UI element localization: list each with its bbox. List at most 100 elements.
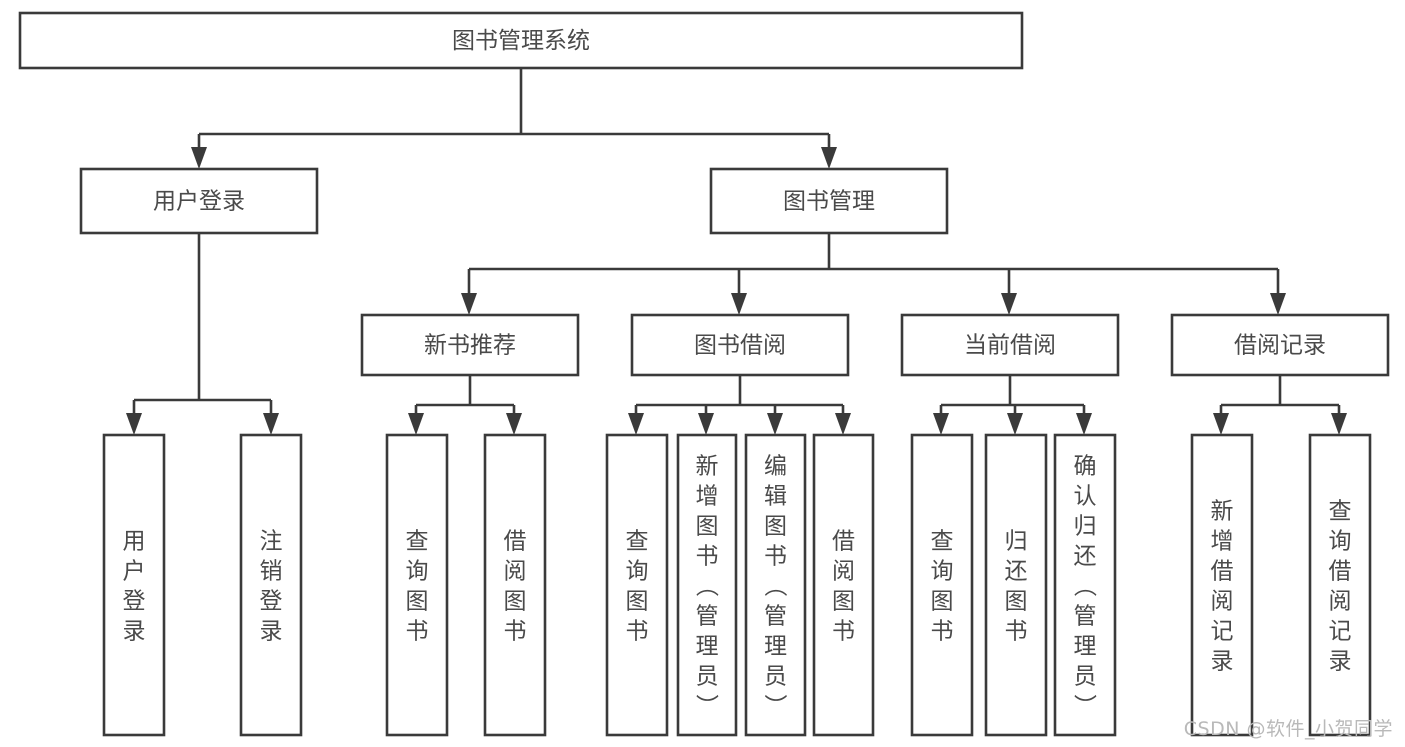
- node-label-char: 书: [931, 618, 954, 644]
- node-label-char: 确: [1074, 453, 1097, 479]
- node-box-leaf-confirm-return: [1053, 433, 1117, 737]
- node-label-char: 录: [1211, 648, 1234, 674]
- node-label-char: 阅: [1329, 588, 1352, 614]
- node-label-char: 理: [764, 633, 787, 659]
- arrow-head-icon: [821, 147, 837, 169]
- node-label-char: 录: [1329, 648, 1352, 674]
- connector-layer: [126, 68, 1347, 435]
- arrow-head-icon: [263, 413, 279, 435]
- node-label-new-book-recommend: 新书推荐: [424, 333, 516, 359]
- node-label-char: 阅: [832, 558, 855, 584]
- node-box-leaf-add-book: [676, 433, 738, 737]
- node-label-char: 询: [406, 558, 429, 584]
- node-label-char: 还: [1074, 543, 1097, 569]
- node-box-leaf-borrow-book-2: [812, 433, 875, 737]
- node-label-root: 图书管理系统: [452, 28, 590, 54]
- node-root[interactable]: 图书管理系统: [18, 11, 1024, 70]
- arrow-head-icon: [461, 293, 477, 315]
- node-box-leaf-borrow-book-1: [483, 433, 547, 737]
- node-layer: 图书管理系统用户登录图书管理新书推荐图书借阅当前借阅借阅记录用户登录注销登录查询…: [18, 11, 1390, 737]
- node-label-char: 增: [696, 483, 719, 509]
- node-label-char: 销: [260, 558, 283, 584]
- node-label-char: 录: [123, 618, 146, 644]
- node-label-char: （: [1071, 574, 1097, 597]
- node-label-char: 用: [123, 528, 146, 554]
- arrow-head-icon: [1007, 413, 1023, 435]
- node-new-book-recommend[interactable]: 新书推荐: [360, 313, 580, 377]
- node-box-leaf-user-login: [102, 433, 166, 737]
- node-box-book-management: [709, 167, 949, 235]
- node-box-leaf-add-borrow-record: [1190, 433, 1254, 737]
- node-label-char: 查: [1329, 498, 1352, 524]
- node-label-char: 登: [123, 588, 146, 614]
- node-label-char: 辑: [764, 483, 787, 509]
- node-current-borrow[interactable]: 当前借阅: [900, 313, 1120, 377]
- node-label-char: 图: [832, 588, 855, 614]
- node-box-leaf-query-book-1: [385, 433, 449, 737]
- arrow-head-icon: [1076, 413, 1092, 435]
- node-box-current-borrow: [900, 313, 1120, 377]
- node-label-char: 图: [406, 588, 429, 614]
- node-label-char: 管: [1074, 603, 1097, 629]
- node-label-book-borrow: 图书借阅: [694, 333, 786, 359]
- node-book-management[interactable]: 图书管理: [709, 167, 949, 235]
- node-label-char: 图: [1005, 588, 1028, 614]
- node-label-char: 理: [1074, 633, 1097, 659]
- node-book-borrow[interactable]: 图书借阅: [630, 313, 850, 377]
- node-box-root: [18, 11, 1024, 70]
- node-label-char: 书: [696, 543, 719, 569]
- node-box-user-login: [79, 167, 319, 235]
- node-label-char: 户: [123, 558, 146, 584]
- node-label-char: 管: [764, 603, 787, 629]
- node-label-borrow-record: 借阅记录: [1234, 333, 1326, 359]
- node-label-char: 归: [1074, 513, 1097, 539]
- node-label-char: 注: [260, 528, 283, 554]
- arrow-head-icon: [408, 413, 424, 435]
- node-label-char: 查: [626, 528, 649, 554]
- node-box-leaf-return-book: [984, 433, 1048, 737]
- node-label-char: 查: [931, 528, 954, 554]
- node-label-char: 认: [1074, 483, 1097, 509]
- node-leaf-user-login[interactable]: 用户登录: [102, 433, 166, 737]
- arrow-head-icon: [835, 413, 851, 435]
- node-box-leaf-query-borrow-record: [1308, 433, 1372, 737]
- node-label-char: 书: [504, 618, 527, 644]
- node-label-char: ）: [1071, 694, 1097, 717]
- node-label-char: 借: [504, 528, 527, 554]
- arrow-head-icon: [1331, 413, 1347, 435]
- node-label-char: 编: [764, 453, 787, 479]
- node-label-char: 书: [1005, 618, 1028, 644]
- node-borrow-record[interactable]: 借阅记录: [1170, 313, 1390, 377]
- node-box-borrow-record: [1170, 313, 1390, 377]
- watermark-text: CSDN @软件_小贺同学: [1183, 718, 1393, 740]
- node-label-char: 图: [504, 588, 527, 614]
- node-box-leaf-edit-book: [744, 433, 807, 737]
- node-label-char: 员: [696, 663, 719, 689]
- node-label-char: 录: [260, 618, 283, 644]
- node-label-char: 书: [406, 618, 429, 644]
- arrow-head-icon: [191, 147, 207, 169]
- node-label-char: 归: [1005, 528, 1028, 554]
- node-label-char: ）: [693, 694, 719, 717]
- node-label-char: 询: [1329, 528, 1352, 554]
- arrow-head-icon: [1001, 293, 1017, 315]
- node-label-char: 增: [1211, 528, 1234, 554]
- node-label-char: 图: [626, 588, 649, 614]
- node-user-login[interactable]: 用户登录: [79, 167, 319, 235]
- node-label-char: 图: [764, 513, 787, 539]
- node-label-char: 员: [764, 663, 787, 689]
